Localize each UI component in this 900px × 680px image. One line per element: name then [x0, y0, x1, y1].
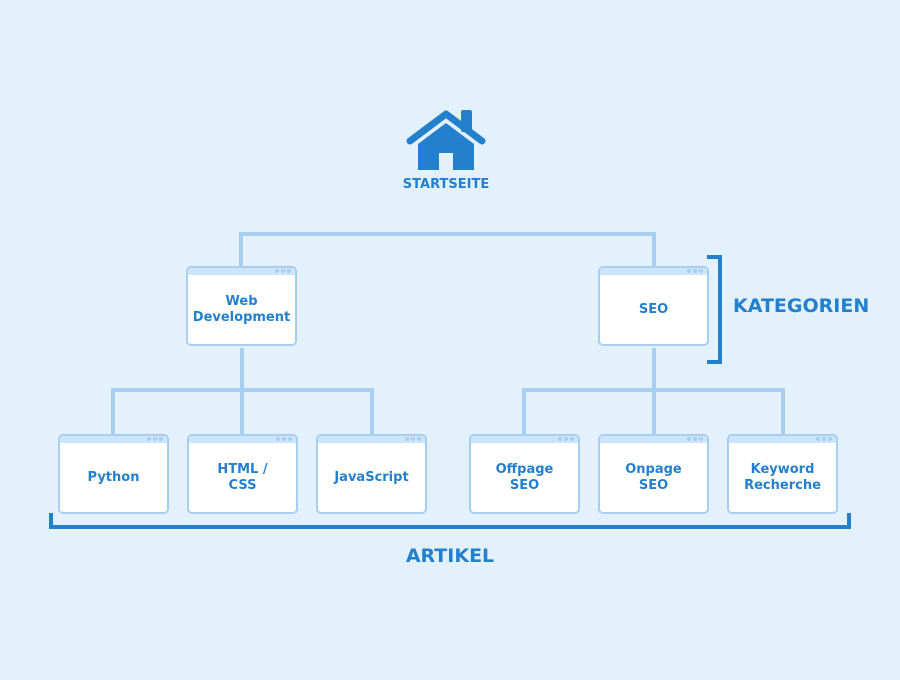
article-label: JavaScript — [334, 469, 409, 485]
categories-label: KATEGORIEN — [733, 295, 870, 317]
article-python[interactable]: Python — [58, 434, 169, 514]
article-onpage-seo[interactable]: Onpage SEO — [598, 434, 709, 514]
articles-bracket — [49, 513, 851, 529]
article-html-css[interactable]: HTML / CSS — [187, 434, 298, 514]
category-web-development[interactable]: Web Development — [186, 266, 297, 346]
house-icon[interactable] — [406, 108, 486, 172]
article-label: Onpage SEO — [625, 461, 682, 493]
article-offpage-seo[interactable]: Offpage SEO — [469, 434, 580, 514]
connector-webdev-articles — [111, 388, 374, 434]
article-label: Offpage SEO — [495, 461, 554, 493]
connector-seo-articles — [522, 388, 785, 434]
category-label: Web Development — [192, 293, 291, 325]
article-label: Python — [87, 469, 140, 485]
article-label: Keyword Recherche — [744, 461, 821, 493]
connector-home-categories — [239, 232, 656, 266]
article-keyword-recherche[interactable]: Keyword Recherche — [727, 434, 838, 514]
articles-label: ARTIKEL — [405, 545, 495, 567]
category-label: SEO — [638, 301, 669, 317]
article-label: HTML / CSS — [217, 461, 268, 493]
category-seo[interactable]: SEO — [598, 266, 709, 346]
categories-bracket — [707, 255, 722, 364]
article-javascript[interactable]: JavaScript — [316, 434, 427, 514]
home-label: STARTSEITE — [402, 177, 490, 192]
